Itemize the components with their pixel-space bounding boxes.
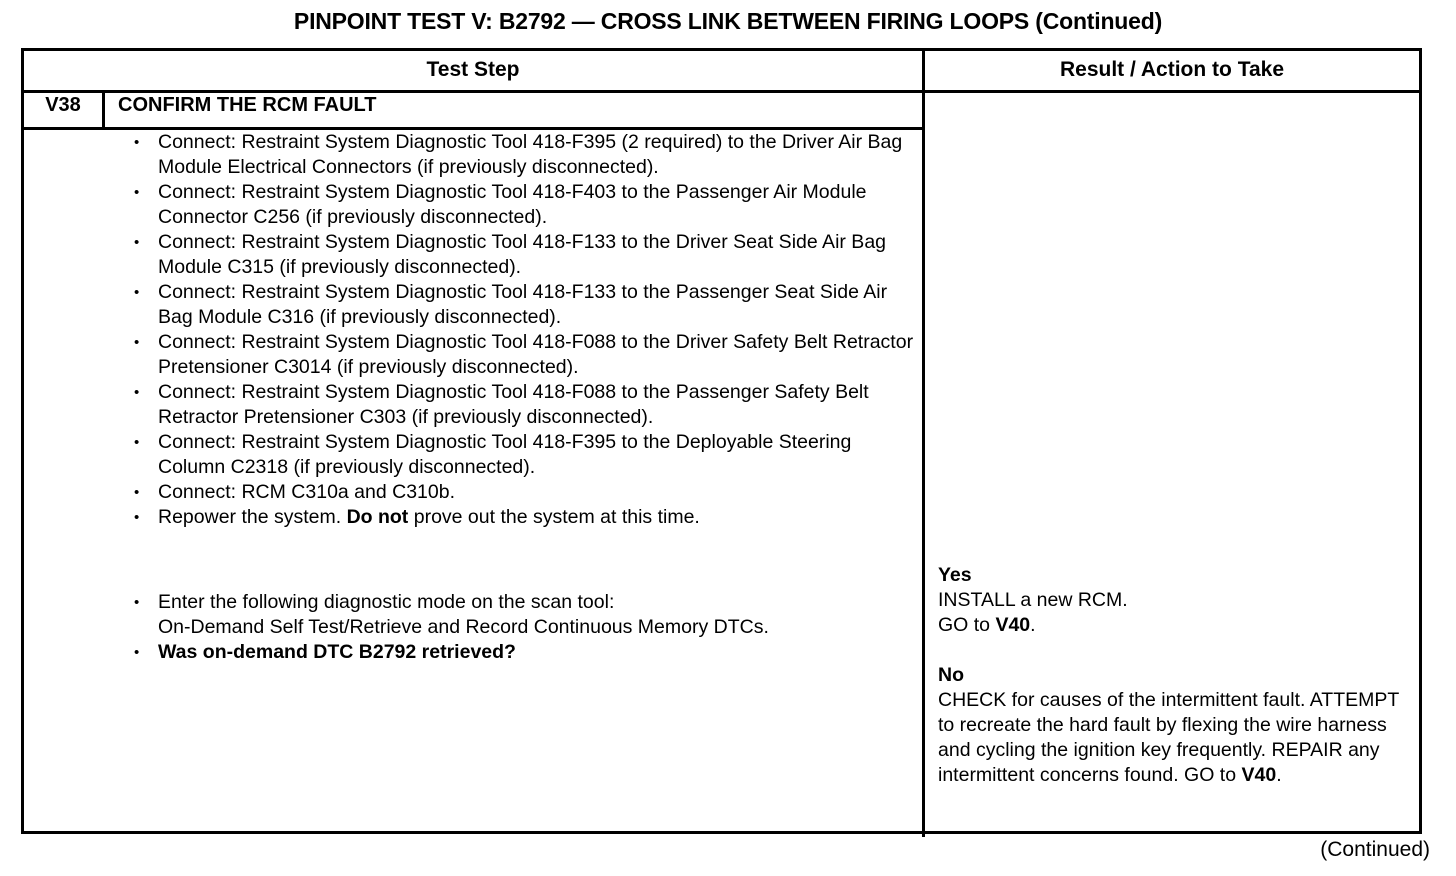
bullet-point-icon: •: [134, 284, 140, 301]
header-rule: [24, 90, 1419, 93]
instruction-text: Connect: Restraint System Diagnostic Too…: [158, 281, 888, 328]
result-block-gap: [938, 638, 1418, 663]
test-step-instruction-list: • Connect: Restraint System Diagnostic To…: [118, 130, 918, 665]
instruction-text: Connect: Restraint System Diagnostic Too…: [158, 431, 852, 478]
bullet-point-icon: •: [134, 484, 140, 501]
bullet-point-icon: •: [134, 334, 140, 351]
instruction-bullet: • Connect: Restraint System Diagnostic To…: [118, 130, 918, 180]
instruction-bullet: • Connect: RCM C310a and C310b.: [118, 480, 918, 505]
column-header-result-action: Result / Action to Take: [1059, 58, 1285, 81]
bullet-point-icon: •: [134, 384, 140, 401]
instruction-text: Connect: Restraint System Diagnostic Too…: [158, 181, 867, 228]
result-answer-label: Yes: [938, 564, 972, 586]
instruction-bullet: • Connect: Restraint System Diagnostic To…: [118, 330, 918, 380]
instruction-text: Repower the system. Do not prove out the…: [158, 506, 700, 528]
column-header-test-step: Test Step: [426, 58, 520, 81]
column-divider: [922, 51, 925, 837]
instruction-text: Enter the following diagnostic mode on t…: [158, 591, 769, 638]
instruction-text: Connect: Restraint System Diagnostic Too…: [158, 381, 869, 428]
subheader-rule: [24, 127, 922, 130]
instruction-text: Connect: Restraint System Diagnostic Too…: [158, 331, 914, 378]
bullet-point-icon: •: [134, 234, 140, 251]
instruction-bullet: • Connect: Restraint System Diagnostic To…: [118, 280, 918, 330]
bullet-point-icon: •: [134, 594, 140, 611]
instruction-bullet: • Connect: Restraint System Diagnostic To…: [118, 230, 918, 280]
instruction-bullet: • Connect: Restraint System Diagnostic To…: [118, 180, 918, 230]
continued-footer: (Continued): [1320, 838, 1430, 861]
result-answer-label: No: [938, 664, 964, 686]
bullet-point-icon: •: [134, 509, 140, 526]
emphasis-text: Do not: [346, 506, 409, 528]
instruction-text: Connect: RCM C310a and C310b.: [158, 481, 456, 503]
step-title: CONFIRM THE RCM FAULT: [118, 94, 377, 116]
goto-step-reference: V40: [1241, 764, 1277, 786]
bullet-point-icon: •: [134, 184, 140, 201]
goto-step-reference: V40: [995, 614, 1031, 636]
instruction-text: Connect: Restraint System Diagnostic Too…: [158, 131, 903, 178]
pinpoint-test-table: Test Step Result / Action to Take V38 CO…: [21, 48, 1422, 837]
instruction-bullet: • Connect: Restraint System Diagnostic To…: [118, 380, 918, 430]
instruction-group-gap: [118, 530, 918, 590]
instruction-bullet: • Enter the following diagnostic mode on …: [118, 590, 918, 640]
instruction-bullet: • Repower the system. Do not prove out th…: [118, 505, 918, 530]
instruction-bullet: • Connect: Restraint System Diagnostic To…: [118, 430, 918, 480]
bullet-point-icon: •: [134, 134, 140, 151]
instruction-text: Was on-demand DTC B2792 retrieved?: [158, 641, 516, 663]
step-id-divider: [102, 90, 105, 127]
instruction-text: Connect: Restraint System Diagnostic Too…: [158, 231, 887, 278]
instruction-bullet: • Was on-demand DTC B2792 retrieved?: [118, 640, 918, 665]
page-title: PINPOINT TEST V: B2792 — CROSS LINK BETW…: [293, 8, 1163, 34]
result-action-text: INSTALL a new RCM. GO to V40.: [938, 589, 1128, 636]
bullet-point-icon: •: [134, 644, 140, 661]
result-action-text: CHECK for causes of the intermittent fau…: [938, 689, 1399, 786]
step-id-badge: V38: [45, 94, 81, 116]
bullet-point-icon: •: [134, 434, 140, 451]
